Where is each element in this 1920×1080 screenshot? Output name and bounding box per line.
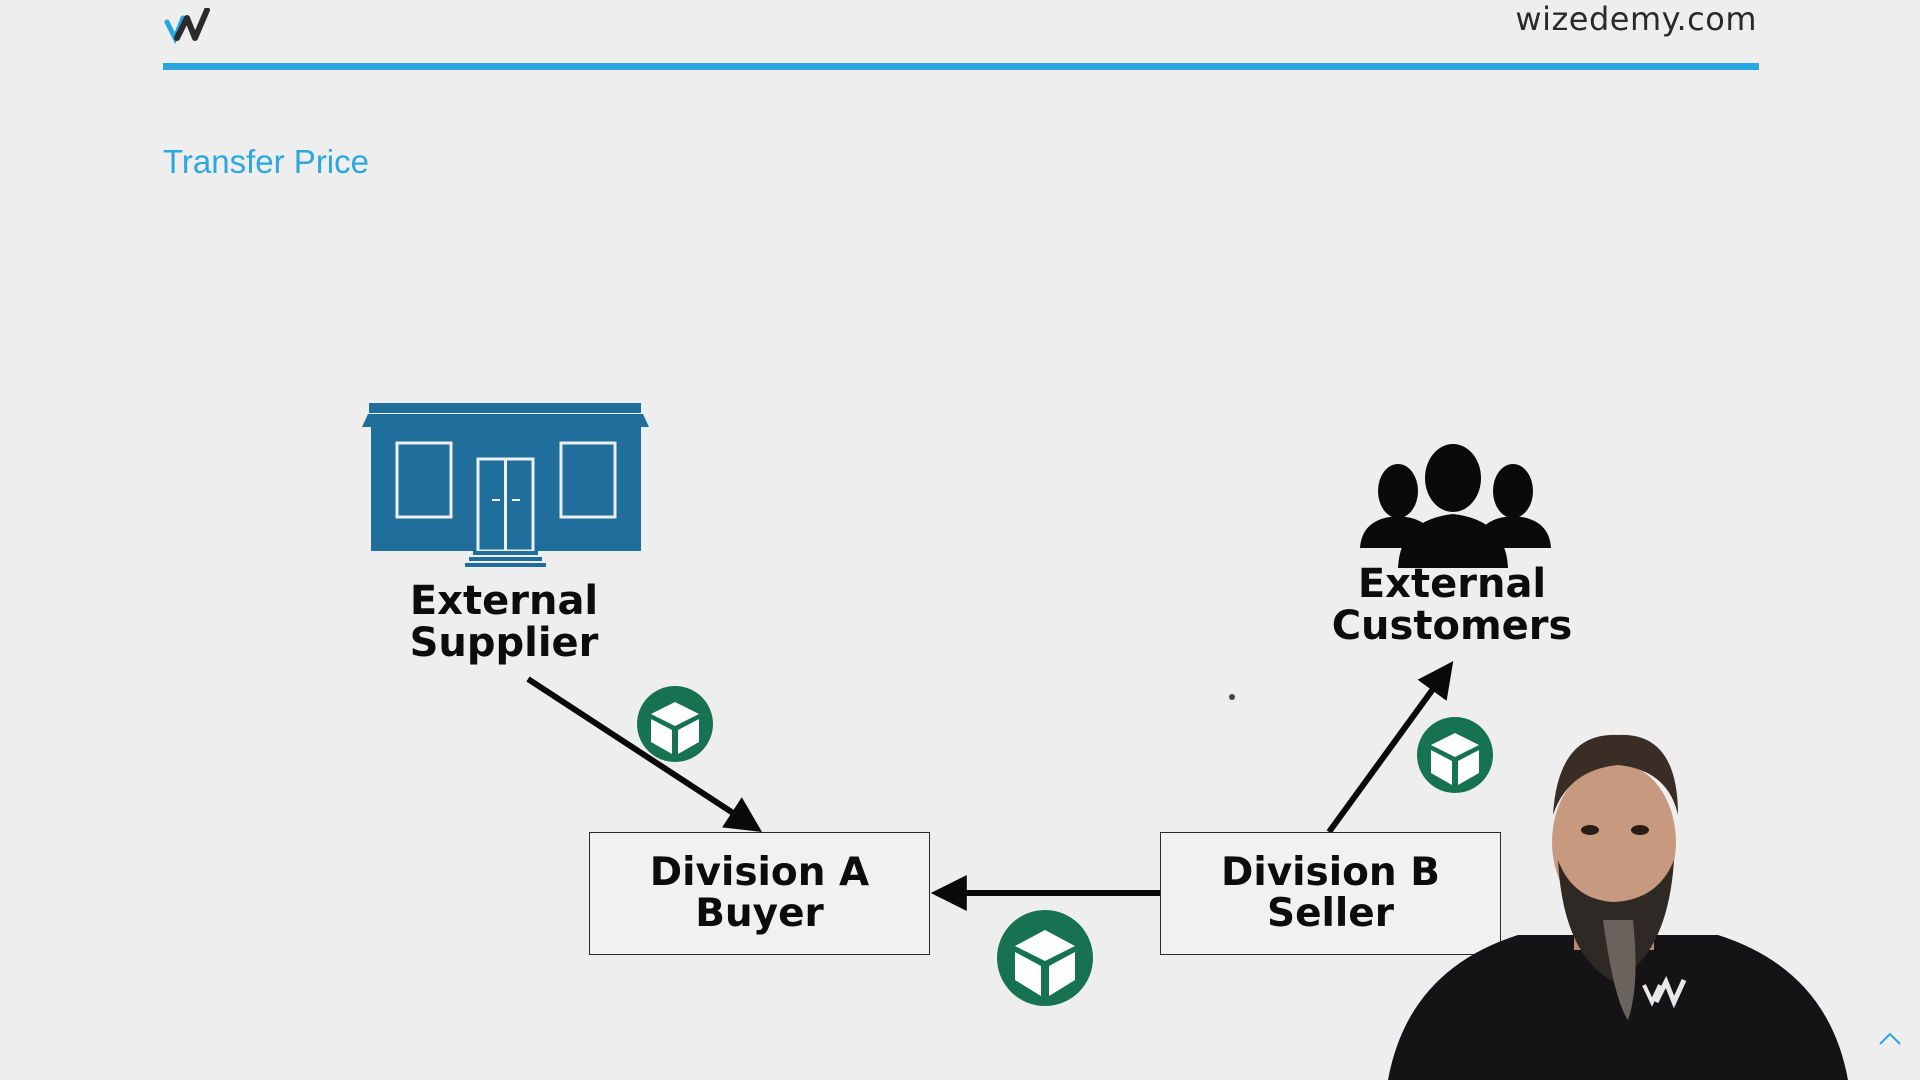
- box-line: Division B: [1221, 849, 1440, 895]
- package-icon: [1417, 717, 1493, 793]
- supplier-to-buyer-arrow: [526, 676, 763, 832]
- external-supplier-label: External Supplier: [380, 580, 628, 664]
- label-line: Supplier: [409, 620, 599, 666]
- external-customers-label: External Customers: [1330, 563, 1574, 647]
- box-line: Division A: [649, 849, 870, 895]
- package-icon: [637, 686, 713, 762]
- division-b-seller-box: Division B Seller: [1160, 832, 1501, 955]
- site-name[interactable]: wizedemy.com: [1515, 0, 1757, 38]
- wizedemy-logo-icon: [164, 8, 210, 45]
- division-a-buyer-box: Division A Buyer: [589, 832, 930, 955]
- customers-people-icon: [1360, 444, 1551, 568]
- box-line: Seller: [1267, 890, 1394, 936]
- store-building-icon: [362, 403, 649, 567]
- label-line: Customers: [1331, 603, 1573, 649]
- chevron-up-icon[interactable]: [1876, 1028, 1904, 1050]
- shirt-logo-icon: [1642, 975, 1687, 1009]
- slide-title: Transfer Price: [163, 143, 369, 180]
- label-line: External: [1357, 561, 1547, 607]
- header-rule: [163, 63, 1759, 70]
- box-line: Buyer: [695, 890, 824, 936]
- package-icon: [997, 910, 1093, 1006]
- seller-to-customers-arrow: [1326, 661, 1454, 834]
- presenter-video: [1388, 734, 1848, 1080]
- label-line: External: [409, 578, 599, 624]
